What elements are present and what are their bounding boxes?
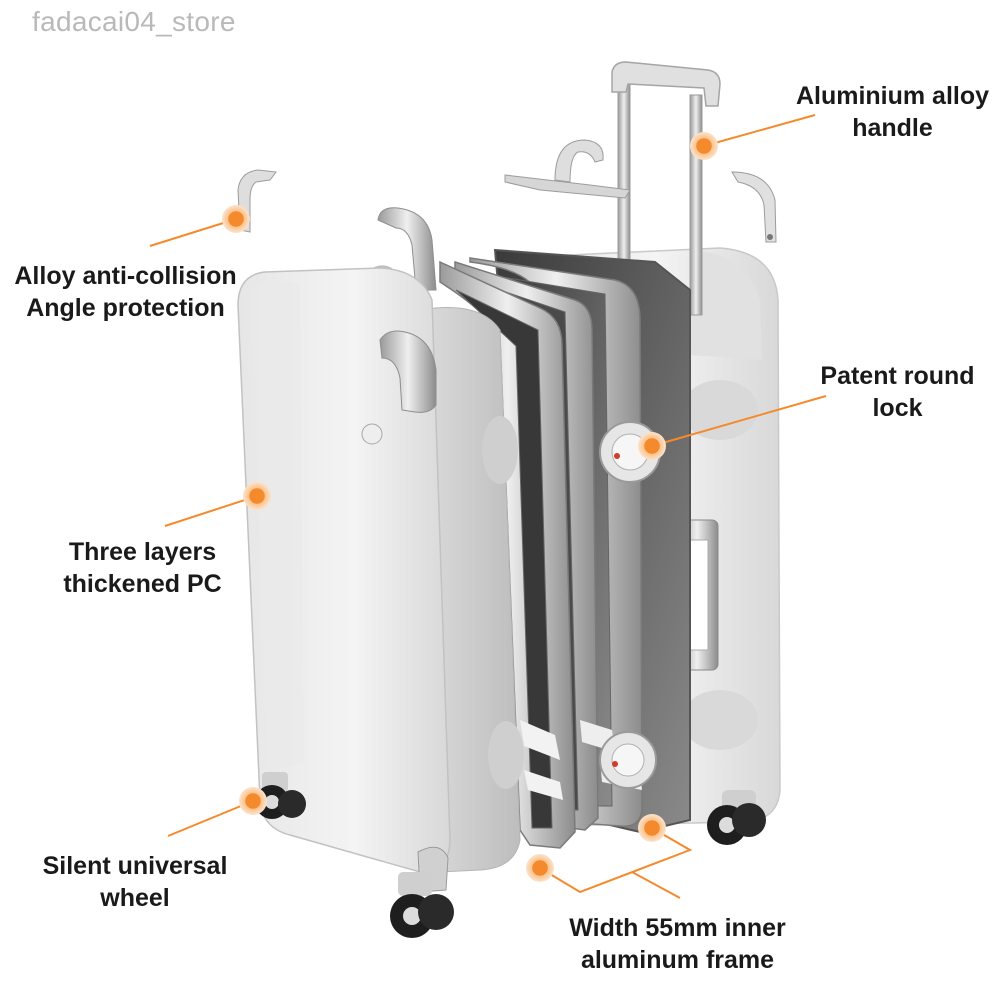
callout-line-handle bbox=[703, 114, 816, 147]
label-line: Three layers bbox=[68, 538, 217, 566]
label-aluminium-alloy-handle: Aluminium alloy handle bbox=[790, 80, 995, 144]
label-line: Patent round bbox=[820, 362, 975, 390]
label-line: aluminum frame bbox=[580, 946, 775, 974]
front-wheel-bottom bbox=[390, 872, 454, 938]
store-watermark: fadacai04_store bbox=[32, 6, 236, 37]
callout-line-angle bbox=[149, 218, 237, 247]
label-line: lock bbox=[872, 394, 923, 422]
callout-dot-angle bbox=[222, 205, 250, 233]
label-line: Width 55mm inner bbox=[569, 914, 786, 942]
label-line: Alloy anti-collision bbox=[14, 262, 237, 290]
back-wheel bbox=[707, 790, 766, 845]
callout-line-wheel bbox=[167, 800, 254, 837]
label-line: wheel bbox=[100, 884, 170, 912]
label-line: Silent universal bbox=[42, 852, 228, 880]
callout-dot-pc bbox=[243, 482, 271, 510]
inner-aluminum-frames bbox=[439, 248, 691, 849]
label-patent-round-lock: Patent round lock bbox=[805, 360, 990, 424]
callout-line-frame bbox=[539, 827, 693, 894]
callout-line-lock bbox=[651, 395, 827, 447]
callout-lines bbox=[149, 114, 827, 899]
label-line: Angle protection bbox=[26, 294, 225, 322]
callout-line-pc bbox=[164, 495, 258, 527]
tsa-lock-button bbox=[361, 423, 383, 445]
callout-dot-wheel bbox=[239, 787, 267, 815]
label-line: handle bbox=[852, 114, 933, 142]
callout-dot-frame-left bbox=[526, 854, 554, 882]
label-silent-universal-wheel: Silent universal wheel bbox=[30, 850, 240, 914]
label-inner-aluminum-frame: Width 55mm inner aluminum frame bbox=[545, 912, 810, 976]
callout-dot-handle bbox=[690, 132, 718, 160]
label-three-layers-pc: Three layers thickened PC bbox=[40, 536, 245, 600]
label-line: thickened PC bbox=[63, 570, 222, 598]
round-lock-lower bbox=[599, 731, 657, 789]
label-angle-protection: Alloy anti-collision Angle protection bbox=[8, 260, 243, 324]
corner-guard-top-middle bbox=[504, 139, 631, 199]
callout-dot-frame-right bbox=[638, 814, 666, 842]
corner-guard-top-right bbox=[731, 171, 777, 243]
callout-dot-lock bbox=[638, 432, 666, 460]
label-line: Aluminium alloy bbox=[795, 82, 990, 110]
callout-dots bbox=[222, 132, 718, 882]
front-shell bbox=[237, 267, 524, 938]
